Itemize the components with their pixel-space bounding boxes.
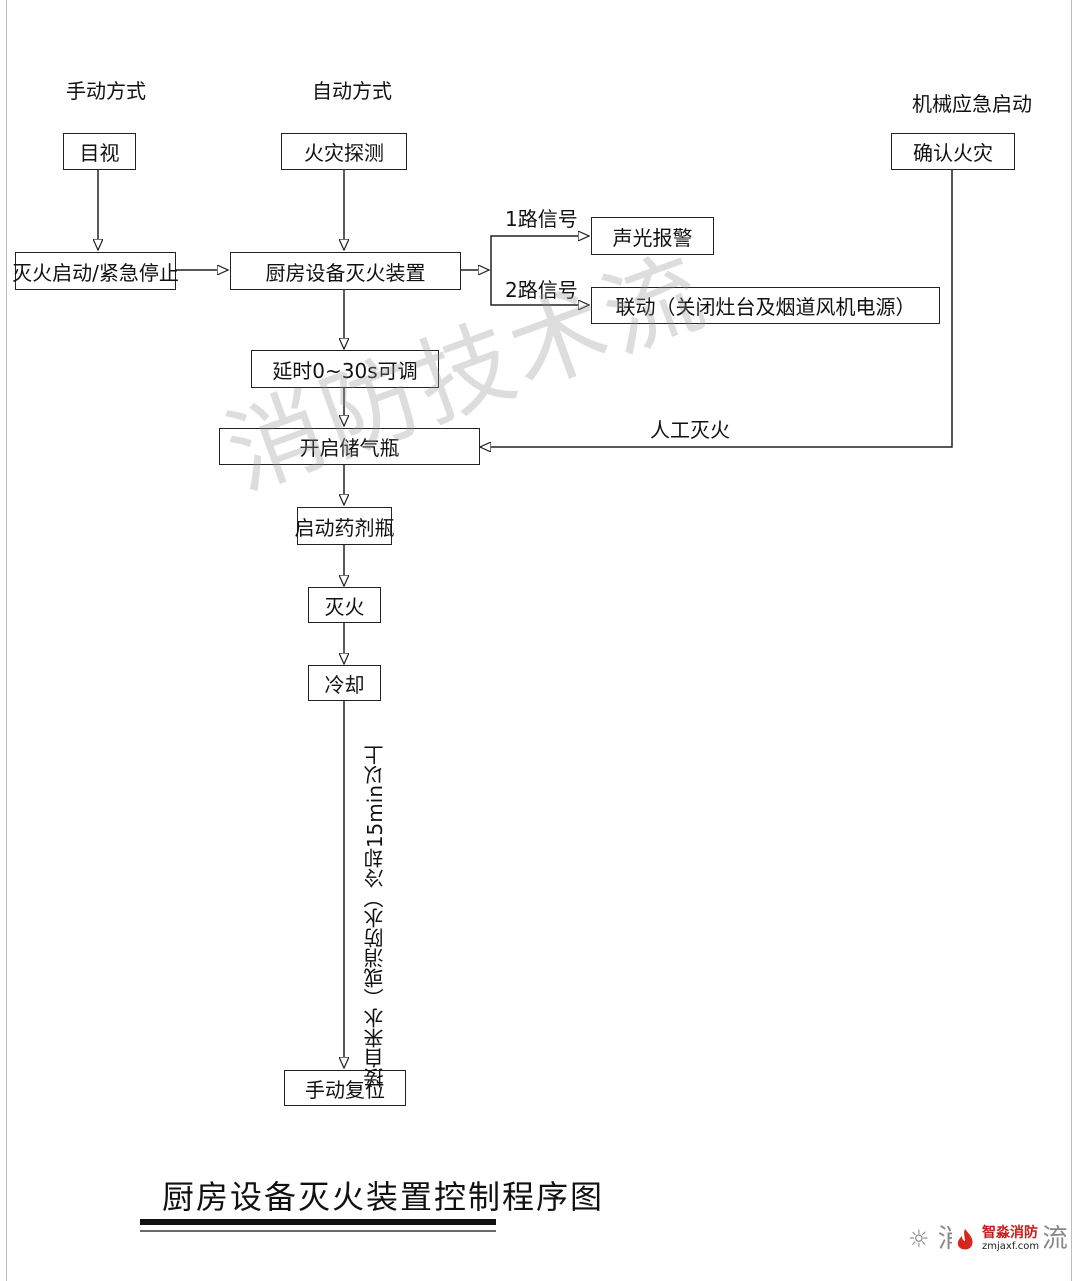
box-delay: 延时0~30s可调 [251, 350, 439, 388]
label-signal1: 1路信号 [505, 207, 578, 231]
page-frame [6, 0, 1072, 1281]
label-manual-fire: 人工灭火 [650, 418, 730, 442]
wechat-icon: ☼ [908, 1225, 930, 1253]
box-visual: 目视 [63, 133, 136, 170]
box-cool: 冷却 [308, 665, 381, 701]
box-device: 厨房设备灭火装置 [230, 252, 461, 290]
box-confirm-fire: 确认火灾 [891, 133, 1015, 170]
box-alarm: 声光报警 [591, 217, 714, 255]
box-linkage: 联动（关闭灶台及烟道风机电源） [591, 287, 940, 324]
header-auto: 自动方式 [312, 79, 392, 103]
diagram-title: 厨房设备灭火装置控制程序图 [162, 1178, 605, 1216]
box-open-gas: 开启储气瓶 [219, 428, 480, 465]
flame-logo-icon [957, 1229, 973, 1250]
site-logo: 智淼消防 zmjaxf.com [952, 1222, 1044, 1258]
box-extinguish: 灭火 [308, 587, 381, 623]
box-reset: 手动复位 [284, 1070, 406, 1106]
header-manual: 手动方式 [66, 79, 146, 103]
header-mech: 机械应急启动 [912, 92, 1032, 116]
label-signal2: 2路信号 [505, 278, 578, 302]
box-agent: 启动药剂瓶 [295, 507, 395, 545]
box-fire-detect: 火灾探测 [281, 133, 407, 170]
logo-name: 智淼消防 [982, 1225, 1038, 1241]
box-start-stop: 灭火启动/紧急停止 [12, 252, 179, 290]
edge-split-signal2 [490, 270, 589, 305]
label-water-cooling: 接自来水（或消防水）冷却15min以上 [363, 745, 387, 1089]
edge-split-signal1 [490, 236, 589, 270]
logo-url: zmjaxf.com [982, 1241, 1040, 1252]
edge-confirm-to-opengas [480, 170, 953, 447]
